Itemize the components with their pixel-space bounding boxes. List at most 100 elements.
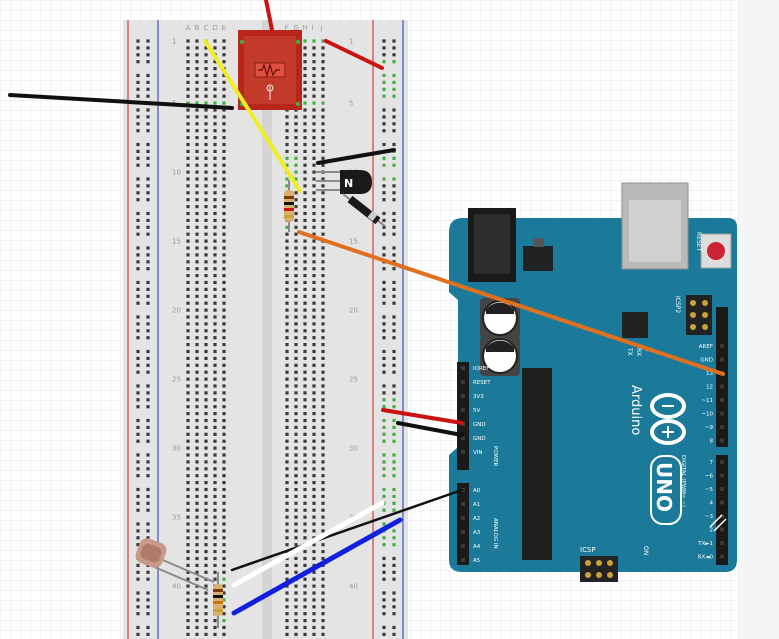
- rail-hole: [136, 487, 140, 492]
- header-pin[interactable]: [461, 544, 465, 548]
- rail-hole: [146, 570, 150, 574]
- header-pin[interactable]: [720, 500, 724, 505]
- wire-white[interactable]: [231, 500, 385, 588]
- row-number: 40: [349, 583, 358, 591]
- breadboard-hole: [204, 73, 208, 78]
- breadboard-hole: [294, 280, 298, 285]
- breadboard-hole: [312, 605, 316, 609]
- header-pin[interactable]: [720, 398, 724, 402]
- breadboard-hole: [303, 322, 307, 326]
- breadboard-hole: [222, 467, 226, 471]
- breadboard-hole: [303, 398, 307, 402]
- header-pin[interactable]: [461, 380, 465, 384]
- wires: [8, 0, 725, 616]
- header-pin[interactable]: [461, 436, 465, 440]
- wire-blue[interactable]: [231, 517, 403, 616]
- breadboard-hole: [204, 625, 208, 630]
- breadboard-hole: [222, 487, 226, 492]
- rail-hole: [392, 46, 396, 50]
- reset-button[interactable]: [700, 233, 732, 269]
- wire-red-5v[interactable]: [381, 408, 464, 425]
- header-pin[interactable]: [461, 530, 465, 534]
- header-pin[interactable]: [720, 460, 724, 464]
- header-pin[interactable]: [461, 502, 465, 506]
- header-pin[interactable]: [720, 527, 724, 532]
- breadboard-hole: [222, 446, 226, 450]
- breadboard-hole: [195, 322, 199, 326]
- rail-hole: [136, 246, 140, 250]
- breadboard-hole: [222, 218, 226, 222]
- breadboard-hole: [294, 142, 298, 147]
- breadboard-hole: [204, 177, 208, 181]
- header-pin[interactable]: [720, 425, 724, 429]
- breadboard-hole: [303, 377, 307, 381]
- breadboard-hole: [222, 163, 226, 167]
- wire-red-relay-rail[interactable]: [324, 39, 384, 70]
- header-pin[interactable]: [720, 411, 724, 416]
- breadboard-hole: [312, 418, 316, 423]
- rail-hole: [146, 453, 150, 457]
- header-pin[interactable]: [720, 344, 724, 348]
- breadboard-hole: [213, 274, 217, 278]
- breadboard-hole: [321, 481, 325, 485]
- wire-black-a0[interactable]: [230, 488, 464, 572]
- rail-hole: [136, 115, 140, 119]
- breadboard-hole: [294, 612, 298, 616]
- wire-black-left[interactable]: [8, 93, 234, 110]
- breadboard-hole: [204, 405, 208, 409]
- rail-hole: [392, 73, 396, 78]
- header-pin[interactable]: [720, 473, 724, 478]
- header-pin[interactable]: [461, 450, 465, 454]
- breadboard-hole: [213, 163, 217, 167]
- rail-hole: [382, 156, 386, 160]
- breadboard-hole: [204, 67, 208, 71]
- row-number: 30: [172, 445, 181, 453]
- breadboard-hole: [195, 301, 199, 305]
- breadboard-hole: [186, 322, 190, 326]
- breadboard-hole: [204, 225, 208, 229]
- header-pin[interactable]: [461, 366, 465, 370]
- breadboard-hole: [294, 377, 298, 381]
- breadboard-hole: [222, 260, 226, 264]
- breadboard-hole: [222, 439, 226, 443]
- breadboard-hole: [195, 467, 199, 471]
- breadboard-hole: [285, 460, 289, 464]
- row-number: 1: [172, 38, 176, 46]
- breadboard-hole: [222, 46, 226, 50]
- wire-red-relay-top[interactable]: [264, 0, 274, 32]
- breadboard-hole: [285, 412, 289, 416]
- breadboard-hole: [321, 156, 325, 160]
- header-pin[interactable]: [720, 357, 724, 362]
- wire-yellow[interactable]: [203, 39, 302, 193]
- header-pin[interactable]: [720, 438, 724, 443]
- header-pin[interactable]: [720, 541, 724, 545]
- rail-hole: [382, 391, 386, 395]
- breadboard-hole: [195, 80, 199, 84]
- wire-black-transistor[interactable]: [316, 148, 396, 165]
- breadboard-hole: [285, 377, 289, 381]
- wire-black-gnd[interactable]: [396, 421, 464, 437]
- rail-hole: [382, 418, 386, 423]
- breadboard-hole: [321, 294, 325, 298]
- breadboard-hole: [186, 73, 190, 78]
- header-pin[interactable]: [461, 394, 465, 398]
- rail-hole: [392, 432, 396, 436]
- breadboard-hole: [195, 108, 199, 112]
- header-pin[interactable]: [461, 408, 465, 412]
- breadboard-hole: [213, 453, 217, 457]
- breadboard-hole: [204, 308, 208, 312]
- rail-hole: [392, 329, 396, 333]
- wire-orange-pin9[interactable]: [297, 230, 725, 376]
- header-pin[interactable]: [461, 558, 465, 562]
- breadboard-hole: [186, 260, 190, 264]
- breadboard-hole: [321, 246, 325, 250]
- header-pin[interactable]: [720, 487, 724, 491]
- breadboard-hole: [285, 598, 289, 602]
- icsp2-header: [686, 295, 712, 335]
- header-pin[interactable]: [461, 516, 465, 520]
- breadboard-hole: [204, 522, 208, 526]
- header-pin[interactable]: [720, 554, 724, 559]
- header-pin[interactable]: [720, 384, 724, 389]
- svg-text:UNO: UNO: [652, 462, 676, 512]
- breadboard-hole: [294, 370, 298, 374]
